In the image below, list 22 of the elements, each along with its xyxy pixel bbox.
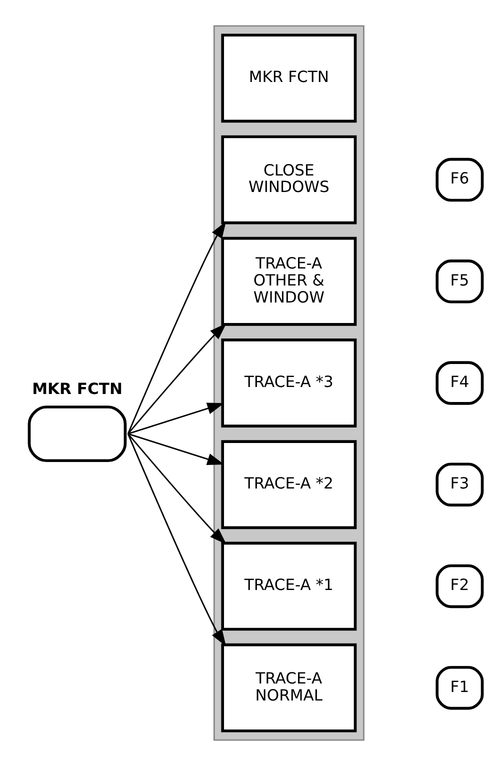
arrow — [127, 433, 226, 646]
node-box: F3 — [436, 462, 484, 506]
node-label: MKR FCTN — [32, 380, 122, 398]
node-box: F5 — [436, 259, 484, 303]
node-box: TRACE-A OTHER & WINDOW — [221, 236, 357, 326]
arrow — [128, 432, 226, 544]
arrow — [128, 322, 226, 434]
node-box: TRACE-A *1 — [221, 541, 357, 630]
arrow — [128, 432, 224, 464]
node-box: CLOSE WINDOWS — [221, 134, 357, 224]
cluster — [213, 24, 364, 740]
node-box: F2 — [436, 564, 484, 608]
node-box: TRACE-A *2 — [221, 440, 357, 529]
node-box: TRACE-A *3 — [221, 338, 357, 427]
node-box: TRACE-A NORMAL — [221, 642, 357, 732]
node-box: F1 — [436, 665, 484, 710]
arrow — [127, 220, 226, 434]
arrow — [128, 402, 224, 434]
node-box: MKR FCTN — [221, 33, 357, 122]
node-box: F6 — [436, 157, 484, 202]
node-box: F4 — [436, 360, 484, 404]
node-box — [28, 405, 127, 462]
